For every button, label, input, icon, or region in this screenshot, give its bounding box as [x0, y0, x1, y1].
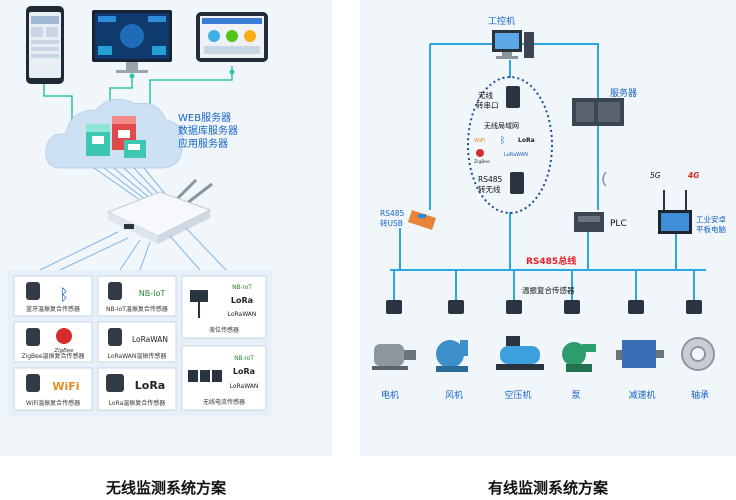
sensor-row	[386, 300, 702, 314]
sensor-card-label: ZigBee温振复合传感器	[21, 352, 84, 360]
motor-icon	[372, 344, 416, 370]
badge-text: NB-IoT	[139, 289, 166, 298]
rs485-wireless-label: 转无线	[478, 184, 501, 194]
pump-icon	[562, 342, 596, 372]
wireless-caption: 无线监测系统方案	[105, 479, 226, 497]
signal-icon	[602, 171, 607, 187]
sensor-card-label: WiFi温振复合传感器	[26, 399, 80, 407]
wireless-serial-label: 无线	[478, 90, 493, 100]
rs485-wireless-icon	[510, 172, 524, 194]
badge-text: LoRa	[518, 137, 535, 144]
machine-label: 电机	[381, 389, 399, 401]
bus-label: RS485总线	[526, 255, 576, 267]
machine-label: 轴承	[691, 389, 709, 401]
side-card-current: NB-IoT LoRa LoRaWAN 无线电流传感器	[181, 345, 267, 411]
badge-text: LoRaWAN	[504, 152, 528, 158]
server-label: 服务器	[610, 87, 637, 99]
compressor-icon	[496, 336, 544, 370]
badge-text: NB-IoT	[232, 284, 252, 291]
industrial-tablet-icon	[658, 190, 692, 234]
badge-text: WiFi	[52, 380, 79, 393]
wired-scheme-panel: 工控机 服务器 无线 转串口 无线局域网 WiFi ᛒ LoRa ZigBee …	[360, 0, 736, 456]
rs485-wireless-label: RS485	[478, 175, 503, 184]
side-card-label: 液位传感器	[209, 326, 239, 334]
plc-label: PLC	[610, 219, 627, 229]
machine-label: 风机	[445, 389, 463, 401]
wireless-zone	[467, 76, 553, 214]
tablet-label: 平板电脑	[696, 224, 726, 234]
wireless-serial-icon	[506, 86, 520, 108]
zigbee-icon	[476, 149, 484, 157]
sensor-card-zigbee: ZigBee ZigBee温振复合传感器	[13, 321, 93, 363]
sensor-card-label: LoRaWAN温振传感器	[108, 352, 167, 360]
sensor-cards: ᛒ 蓝牙温振复合传感器 NB-IoT NB-IoT温振复合传感器 ZigBee …	[13, 275, 177, 411]
sensor-label: 温振复合传感器	[522, 285, 575, 295]
bluetooth-icon: ᛒ	[500, 135, 505, 146]
wireless-lan-label: 无线局域网	[484, 121, 519, 130]
rs485-usb-label: 转USB	[380, 218, 403, 228]
side-card-label: 无线电流传感器	[203, 398, 245, 406]
reducer-icon	[616, 340, 664, 368]
badge-text: LoRaWAN	[132, 335, 168, 344]
phone-icon	[26, 6, 64, 84]
machine-label: 泵	[571, 390, 580, 401]
badge-text: 5G	[650, 171, 661, 180]
server-line-1: WEB服务器	[178, 111, 231, 124]
badge-text: ZigBee	[474, 159, 490, 165]
monitor-icon	[92, 10, 172, 73]
ipc-label: 工控机	[488, 15, 515, 27]
plc-icon	[574, 212, 604, 232]
badge-text: LoRa	[231, 296, 253, 305]
rs485-usb-icon	[408, 210, 436, 230]
sensor-card-label: LoRa温振复合传感器	[109, 399, 166, 407]
ipc-icon	[492, 30, 534, 59]
bluetooth-icon: ᛒ	[59, 285, 69, 304]
badge-text: LoRaWAN	[230, 383, 259, 390]
sensor-card-wifi: WiFi WiFi温振复合传感器	[13, 367, 93, 411]
zigbee-icon	[56, 328, 72, 344]
badge-text: ZigBee	[53, 348, 74, 354]
wireless-scheme-svg: WEB服务器 数据库服务器 应用服务器	[8, 6, 272, 416]
tablet-icon	[196, 12, 268, 62]
server-line-2: 数据库服务器	[178, 124, 238, 137]
gateway-icon	[106, 178, 213, 244]
wiring	[390, 43, 706, 300]
badge-text: NB-IoT	[234, 355, 254, 362]
wireless-serial-label: 转串口	[476, 100, 499, 110]
sensor-card-bluetooth: ᛒ 蓝牙温振复合传感器	[13, 275, 93, 317]
gateway-card-lines	[39, 227, 227, 271]
badge-text: LoRaWAN	[228, 311, 257, 318]
tablet-label: 工业安卓	[696, 214, 726, 224]
badge-text: 4G	[688, 171, 699, 180]
badge-text: WiFi	[474, 138, 486, 144]
badge-text: LoRa	[135, 379, 165, 392]
bearing-icon	[681, 337, 715, 371]
machine-label: 减速机	[628, 389, 655, 401]
sensor-card-label: NB-IoT温振复合传感器	[106, 305, 168, 313]
wired-caption: 有线监测系统方案	[487, 479, 608, 497]
sensor-card-label: 蓝牙温振复合传感器	[26, 305, 80, 313]
rs485-usb-label: RS485	[380, 209, 405, 218]
server-line-3: 应用服务器	[178, 137, 228, 150]
badge-text: LoRa	[233, 367, 255, 376]
sensor-card-lora: LoRa LoRa温振复合传感器	[97, 367, 177, 411]
server-icon	[572, 98, 624, 126]
wireless-scheme-panel: WEB服务器 数据库服务器 应用服务器	[0, 0, 332, 456]
sensor-card-nbiot: NB-IoT NB-IoT温振复合传感器	[97, 275, 177, 317]
machine-label: 空压机	[504, 389, 531, 401]
sensor-card-lorawan: LoRaWAN LoRaWAN温振传感器	[97, 321, 177, 363]
wired-scheme-svg: 工控机 服务器 无线 转串口 无线局域网 WiFi ᛒ LoRa ZigBee …	[372, 15, 726, 401]
side-card-level: NB-IoT LoRa LoRaWAN 液位传感器	[181, 275, 267, 339]
cloud-icon	[45, 98, 184, 169]
fan-icon	[436, 340, 468, 372]
